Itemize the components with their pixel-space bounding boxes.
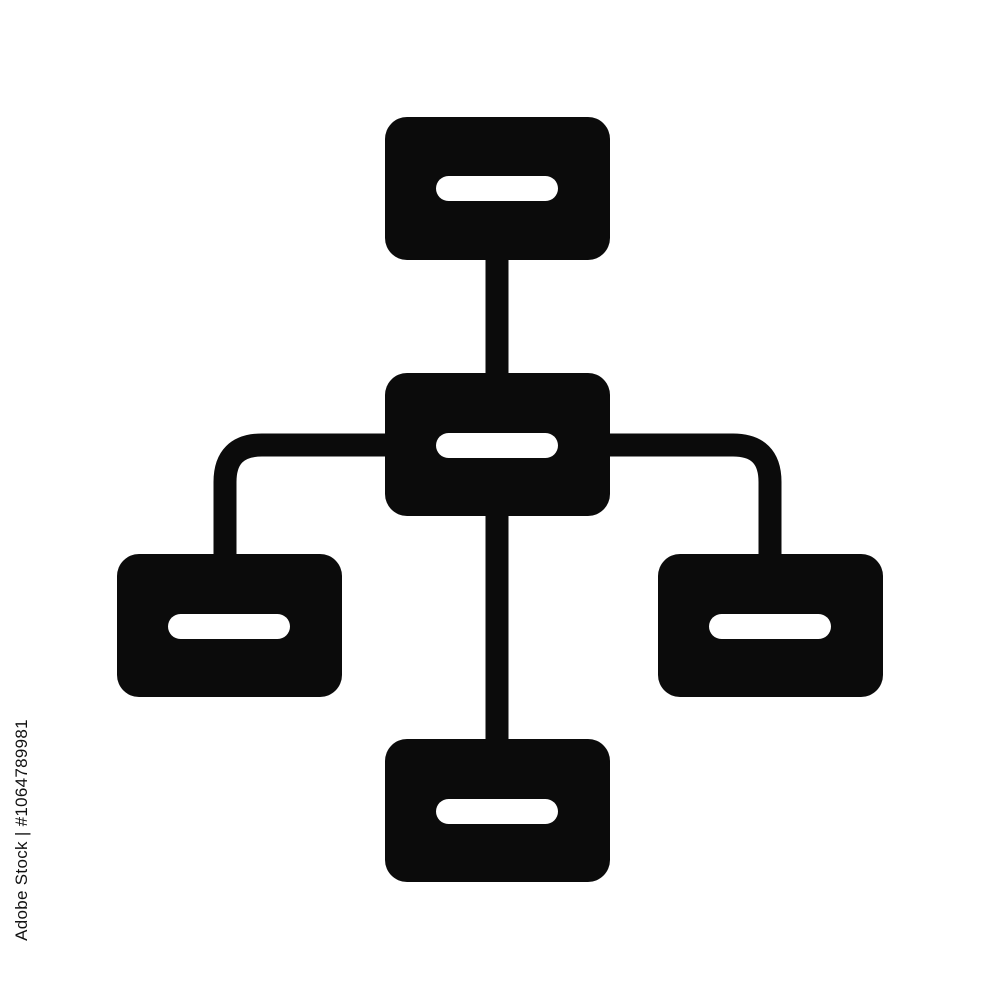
stock-id-label: Adobe Stock | #1064789981 bbox=[4, 719, 40, 941]
connector-center-to-right bbox=[605, 433, 782, 562]
node-bottom bbox=[385, 739, 610, 882]
connector-center-to-left bbox=[213, 433, 390, 562]
node-bottom-bar bbox=[436, 799, 558, 824]
node-top-bar bbox=[436, 176, 558, 201]
node-left bbox=[117, 554, 342, 697]
node-top bbox=[385, 117, 610, 260]
node-left-bar bbox=[168, 614, 290, 639]
stock-id-text: Adobe Stock | #1064789981 bbox=[12, 719, 32, 941]
node-center-bar bbox=[436, 433, 558, 458]
connector-lines bbox=[213, 255, 782, 745]
node-right-bar bbox=[709, 614, 831, 639]
node-right bbox=[658, 554, 883, 697]
node-center bbox=[385, 373, 610, 516]
